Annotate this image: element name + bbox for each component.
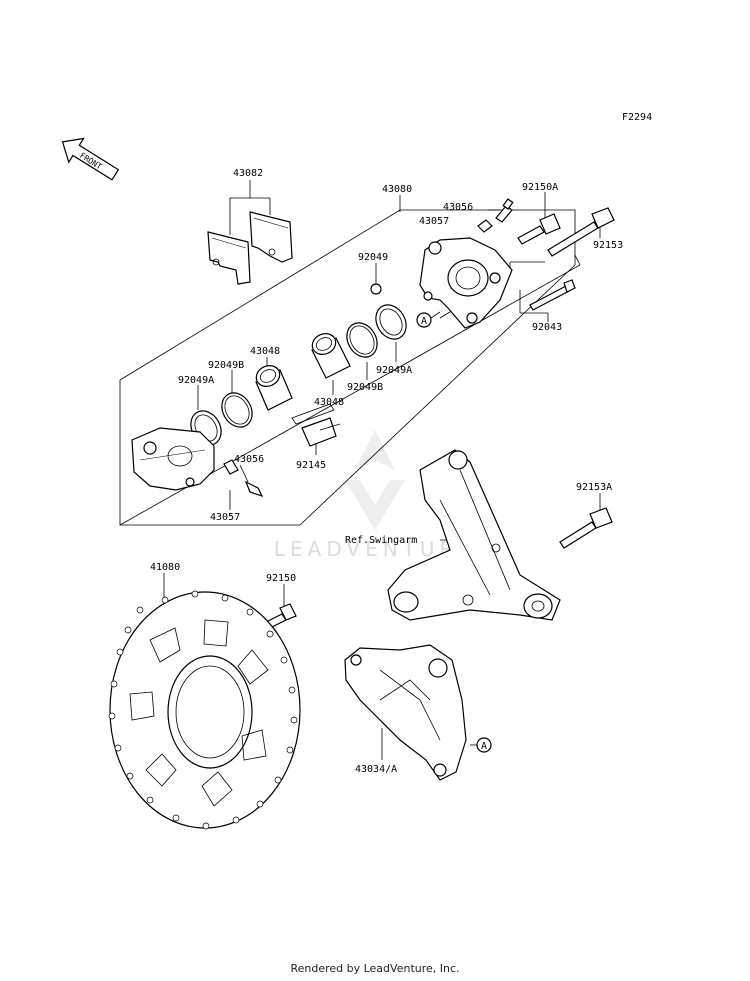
callout-92049A-left: 92049A: [178, 375, 214, 386]
front-arrow-icon: FRONT: [61, 137, 120, 181]
callout-43057-bottom: 43057: [210, 512, 240, 523]
callout-43082: 43082: [233, 168, 263, 179]
callout-92145: 92145: [296, 460, 326, 471]
bleeder-cap-bottom: [223, 459, 239, 475]
footer-credit: Rendered by LeadVenture, Inc.: [290, 962, 460, 975]
brake-disc: [108, 590, 301, 830]
seal-92049B-right: [346, 322, 378, 358]
bolt-92153A: [559, 507, 613, 549]
seal-92049A-right: [375, 304, 407, 340]
callout-92049: 92049: [358, 252, 388, 263]
callout-43048-left: 43048: [250, 346, 280, 357]
callout-ref-swingarm: Ref.Swingarm: [345, 535, 417, 546]
callout-43056-bottom: 43056: [234, 454, 264, 465]
seal-92049B-left: [221, 392, 253, 428]
washer-92049: [370, 283, 382, 295]
watermark-logo: [345, 430, 405, 530]
svg-text:A: A: [421, 316, 427, 327]
callout-92049B-right: 92049B: [347, 382, 383, 393]
svg-text:A: A: [481, 741, 487, 752]
callout-92043: 92043: [532, 322, 562, 333]
callout-43048-right: 43048: [314, 397, 344, 408]
callout-92049A-right: 92049A: [376, 365, 412, 376]
marker-a-bottom: A: [476, 737, 492, 753]
pin-92043: [529, 279, 576, 311]
callout-92049B-left: 92049B: [208, 360, 244, 371]
callout-92150A: 92150A: [522, 182, 558, 193]
callout-43056-top: 43056: [443, 202, 473, 213]
bleeder-cap-top: [477, 219, 493, 233]
callout-92153A: 92153A: [576, 482, 612, 493]
figure-code: F2294: [622, 112, 652, 123]
caliper-bracket: [419, 237, 513, 329]
callout-41080: 41080: [150, 562, 180, 573]
bolt-92153: [547, 207, 615, 257]
callout-92150: 92150: [266, 573, 296, 584]
caliper-assembly-outline: [119, 209, 581, 526]
brake-pad-set: [207, 211, 293, 285]
swingarm-reference: [387, 449, 561, 621]
piston-43048-left: [255, 365, 293, 411]
pin-bolt-92150A: [517, 213, 561, 245]
marker-a-top: A: [416, 312, 432, 328]
callout-43034A: 43034/A: [355, 764, 397, 775]
pad-spring-92145: [291, 403, 341, 447]
piston-43048-right: [311, 333, 351, 379]
callout-92153: 92153: [593, 240, 623, 251]
callout-43080: 43080: [382, 184, 412, 195]
bleeder-valve-top: [495, 198, 514, 223]
callout-43057-top: 43057: [419, 216, 449, 227]
caliper-mounting-bracket: [344, 644, 467, 781]
caliper-body: [131, 427, 215, 491]
bleeder-valve-bottom: [244, 480, 264, 498]
